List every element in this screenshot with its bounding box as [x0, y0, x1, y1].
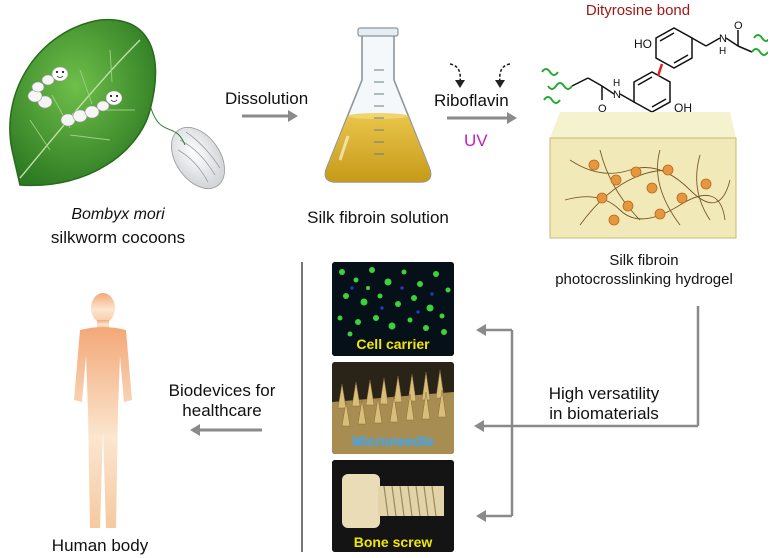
- dissolution-label: Dissolution: [225, 89, 309, 108]
- bone-screw-panel: Bone screw: [332, 460, 454, 552]
- h-left-label: H: [613, 78, 620, 89]
- versatility-label-line1: High versatility: [548, 384, 660, 403]
- solution-label: Silk fibroin solution: [307, 208, 449, 227]
- cell-carrier-panel: Cell carrier: [332, 262, 454, 356]
- dityrosine-structure: HO OH N H O N H O: [541, 20, 768, 115]
- hydrogel-label-line2: photocrosslinking hydrogel: [555, 271, 733, 288]
- riboflavin-label: Riboflavin: [434, 91, 509, 110]
- hydrogel-block-illustration: [549, 112, 737, 239]
- cell-carrier-label: Cell carrier: [356, 336, 430, 352]
- dissolution-arrow: [242, 110, 298, 122]
- cocoons-label: silkworm cocoons: [50, 228, 186, 247]
- versatility-label-line2: in biomaterials: [549, 404, 659, 423]
- oh-bottom-label: OH: [674, 101, 692, 115]
- riboflavin-curved-arrows: [449, 63, 511, 88]
- bone-screw-image: [332, 460, 454, 552]
- ho-top-label: HO: [634, 37, 652, 51]
- silkworm-leaf-illustration: [9, 18, 225, 189]
- uv-label: UV: [464, 131, 488, 150]
- flask-illustration: [324, 27, 432, 183]
- o-right-label: O: [734, 20, 743, 32]
- application-connector-arrows: [474, 306, 700, 522]
- human-body-illustration: [74, 293, 132, 528]
- microneedle-label: Microneedle: [352, 433, 434, 449]
- bone-screw-label: Bone screw: [353, 534, 433, 550]
- microneedle-image: [332, 362, 454, 454]
- microneedle-panel: Microneedle: [332, 362, 454, 454]
- crosslink-arrow: [447, 112, 517, 124]
- species-label: Bombyx mori: [71, 206, 165, 223]
- human-body-label: Human body: [51, 536, 149, 555]
- dityrosine-title: Dityrosine bond: [585, 2, 691, 19]
- section-divider: [301, 262, 303, 552]
- biodevices-label-line2: healthcare: [182, 401, 262, 420]
- o-left-label: O: [598, 103, 607, 115]
- n-left-label: N: [613, 89, 621, 101]
- biodevices-label-line1: Biodevices for: [168, 381, 276, 400]
- h-right-label: H: [719, 46, 726, 57]
- biodevices-arrow: [190, 424, 262, 436]
- cell-carrier-image: [332, 262, 454, 356]
- n-right-label: N: [719, 33, 727, 45]
- hydrogel-label-line1: Silk fibroin: [609, 252, 679, 269]
